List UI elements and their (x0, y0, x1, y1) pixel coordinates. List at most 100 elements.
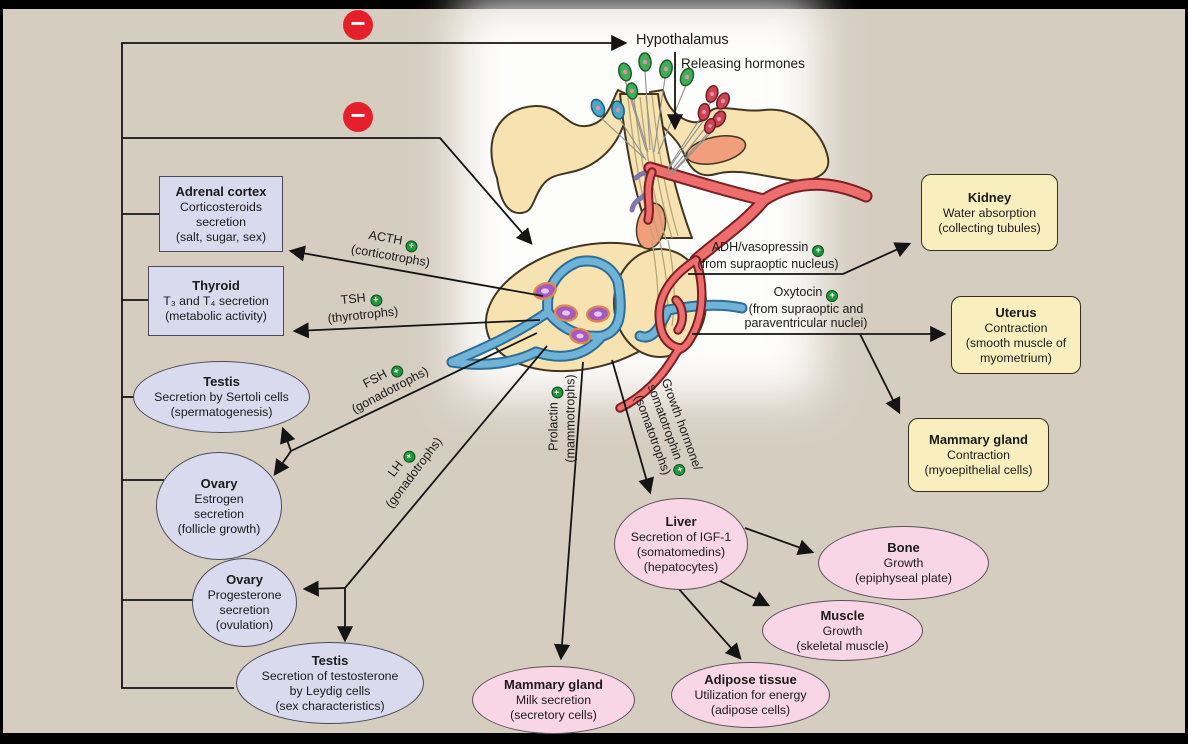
hypothalamus-label: Hypothalamus (636, 32, 729, 48)
hormone-cells: (mammotrophs) (563, 374, 577, 463)
hormone-name: Oxytocin (773, 285, 823, 299)
target-line: Water absorption (942, 205, 1037, 220)
releasing-hormones-label: Releasing hormones (681, 56, 805, 71)
hormone-name: ADH/vasopressin (711, 240, 809, 254)
target-ovary-estrogen: Ovary Estrogen secretion (follicle growt… (156, 452, 282, 560)
secretory-cell-nuclei (541, 288, 602, 339)
neuron-nuclei (595, 59, 725, 128)
target-line: (follicle growth) (177, 521, 261, 536)
target-line: (adipose cells) (710, 703, 791, 717)
target-testis-sertoli: Testis Secretion by Sertoli cells (sperm… (133, 361, 310, 433)
target-title: Adipose tissue (704, 672, 797, 687)
liver-to-muscle-arrow (717, 579, 771, 607)
fsh-arrow-testis (280, 426, 296, 452)
target-title: Ovary (226, 572, 263, 587)
target-line: (smooth muscle of (965, 335, 1067, 350)
hormone-origin: (from supraoptic nucleus) (697, 256, 839, 271)
prolactin-arrow (553, 361, 584, 661)
plus-icon: + (812, 244, 825, 257)
target-ovary-progesterone: Ovary Progesterone secretion (ovulation) (192, 558, 297, 647)
hypothalamus-pituitary-art (446, 52, 873, 413)
adh-arrow (688, 242, 912, 275)
target-thyroid: Thyroid T₃ and T₄ secretion (metabolic a… (148, 266, 284, 336)
fsh-arrow-ovary (273, 450, 292, 476)
liver-to-bone-arrow (744, 527, 815, 555)
lh-arrow-ovary (302, 580, 346, 597)
target-line: (ovulation) (215, 618, 274, 632)
target-mammary-contraction: Mammary gland Contraction (myoepithelial… (908, 418, 1049, 492)
target-muscle: Muscle Growth (skeletal muscle) (762, 600, 923, 661)
target-line: (spermatogenesis) (170, 405, 273, 419)
target-line: Utilization for energy (694, 688, 807, 702)
target-testis-leydig: Testis Secretion of testosterone by Leyd… (236, 642, 424, 724)
target-line: myometrium) (980, 350, 1052, 365)
plus-icon: + (369, 293, 383, 307)
inhibition-minus-icon: − (343, 10, 373, 40)
target-title: Ovary (200, 475, 238, 491)
target-line: (myoepithelial cells) (924, 463, 1033, 477)
inhibition-minus-icon: − (343, 102, 373, 132)
target-line: (somatomedins) (636, 544, 726, 559)
frame-border-right (1185, 0, 1188, 744)
target-line: secretion (196, 214, 246, 229)
target-title: Testis (311, 652, 349, 668)
growth-hormone-arrow (611, 359, 654, 495)
target-mammary-milk: Mammary gland Milk secretion (secretory … (472, 666, 635, 734)
hormone-name: TSH (339, 290, 367, 308)
target-line: Contraction (984, 320, 1048, 335)
target-line: (secretory cells) (510, 708, 597, 722)
target-line: Growth (883, 556, 924, 570)
target-title: Kidney (967, 189, 1012, 205)
feedback-loop-line (121, 34, 628, 689)
connector-lines (121, 34, 947, 689)
target-line: (metabolic activity) (165, 309, 267, 323)
target-line: secretion (219, 603, 270, 617)
target-line: Secretion of testosterone (261, 668, 399, 683)
target-line: (collecting tubules) (938, 220, 1041, 235)
plus-icon: + (826, 289, 839, 302)
neurons-green (618, 52, 695, 100)
hormone-label-adh: ADH/vasopressin+ (from supraoptic nucleu… (663, 240, 873, 271)
hormone-origin: (from supraoptic and (748, 301, 864, 316)
target-kidney: Kidney Water absorption (collecting tubu… (921, 174, 1058, 251)
red-loops (617, 169, 705, 411)
target-line: (salt, sugar, sex) (175, 229, 267, 244)
oxytocin-branch-mammary (859, 333, 901, 415)
target-title: Mammary gland (504, 677, 603, 692)
hormone-label-prolactin: Prolactin + (mammotrophs) (547, 359, 578, 479)
target-title: Uterus (995, 304, 1037, 320)
target-line: by Leydig cells (289, 683, 371, 698)
tsh-arrow (292, 319, 541, 339)
acth-arrow (288, 245, 544, 297)
target-line: Secretion of IGF-1 (630, 529, 732, 544)
fsh-line (290, 332, 538, 452)
target-bone: Bone Growth (epiphyseal plate) (818, 526, 989, 600)
target-title: Testis (203, 374, 240, 389)
target-line: Milk secretion (515, 693, 592, 707)
hormone-name: Prolactin (546, 402, 561, 451)
target-line: (sex characteristics) (275, 698, 385, 713)
liver-to-adipose-arrow (677, 587, 742, 660)
target-title: Liver (665, 513, 697, 529)
hormone-origin: paraventricular nuclei) (744, 316, 868, 330)
target-line: secretion (194, 506, 244, 521)
hormone-label-oxytocin: Oxytocin+ (from supraoptic and paraventr… (701, 285, 911, 331)
plus-icon: + (671, 461, 687, 478)
plus-icon: + (551, 386, 563, 399)
target-adipose-tissue: Adipose tissue Utilization for energy (a… (671, 662, 830, 728)
frame-border-left (0, 0, 3, 744)
frame-border-bottom (0, 733, 1188, 744)
target-line: (epiphyseal plate) (854, 571, 953, 585)
target-title: Adrenal cortex (175, 183, 267, 199)
target-line: (hepatocytes) (643, 559, 719, 574)
target-title: Muscle (820, 607, 865, 623)
lh-line (344, 345, 548, 589)
target-line: Contraction (947, 448, 1010, 462)
red-arteries (645, 163, 871, 265)
target-title: Thyroid (192, 278, 240, 293)
target-adrenal-cortex: Adrenal cortex Corticosteroids secretion… (159, 176, 283, 252)
feedback-to-pituitary (122, 137, 533, 245)
target-line: T₃ and T₄ secretion (163, 294, 269, 308)
